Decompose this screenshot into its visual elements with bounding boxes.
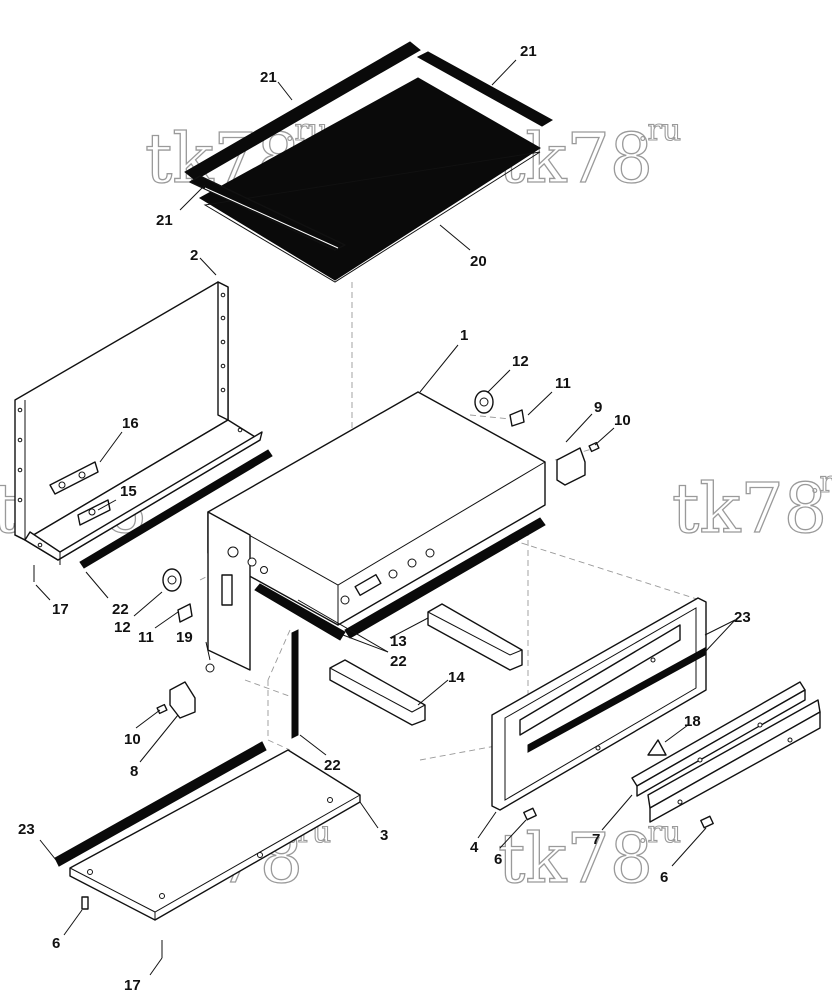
top-panel-edge (203, 151, 541, 283)
nut-10 (588, 441, 600, 453)
callout-21: 21 (260, 69, 277, 86)
rails-13-14 (329, 603, 523, 726)
bottom-panel-3 (54, 741, 361, 958)
callout-11: 11 (138, 629, 154, 646)
callout-22: 22 (112, 601, 129, 618)
callout-13: 13 (390, 633, 407, 650)
callout-16: 16 (122, 415, 139, 432)
side-panel-holes (17, 292, 243, 548)
strip-21-top (184, 41, 421, 181)
watermark-text: tk78 (672, 470, 827, 549)
main-body-1 (207, 391, 546, 671)
callout-1: 1 (460, 327, 468, 344)
leader-lines (35, 59, 736, 976)
callout-4: 4 (470, 839, 479, 856)
callout-12: 12 (114, 619, 131, 636)
strip-21-left (189, 175, 346, 251)
bracket-16 (49, 461, 99, 495)
watermark-text: tk78 (498, 120, 653, 199)
callout-21: 21 (520, 43, 537, 60)
callout-17: 17 (52, 601, 69, 618)
rail-14 (329, 659, 426, 726)
watermark-text: tk78 (498, 820, 653, 899)
top-panel-assembly (184, 41, 554, 283)
strip-21-right (416, 51, 554, 127)
hardware-lower-left (156, 568, 215, 719)
callout-17: 17 (124, 977, 141, 994)
callout-6: 6 (494, 851, 502, 868)
callout-6: 6 (52, 935, 60, 952)
callout-labels: 21 21 21 20 2 1 12 11 9 10 16 15 17 22 1… (18, 43, 751, 994)
latch-6b (700, 815, 714, 829)
bracket-9 (556, 447, 586, 486)
front-door-4 (491, 597, 707, 821)
callout-12: 12 (512, 353, 529, 370)
watermark-suffix: .ru (638, 113, 681, 148)
nut-10b (156, 703, 168, 715)
clip-11b (177, 603, 193, 623)
callout-9: 9 (594, 399, 602, 416)
callout-14: 14 (448, 669, 465, 686)
strip-22-side (79, 449, 273, 569)
callout-22: 22 (324, 757, 341, 774)
strip-23-door (527, 647, 706, 753)
strip-22-front (254, 583, 346, 641)
callout-3: 3 (380, 827, 388, 844)
callout-11: 11 (555, 375, 571, 392)
clip-11 (509, 409, 525, 427)
latch-6 (523, 807, 537, 821)
callout-20: 20 (470, 253, 487, 270)
callout-10: 10 (124, 731, 141, 748)
bracket-8 (169, 681, 196, 719)
callout-10: 10 (614, 412, 631, 429)
strip-23-bottom (54, 741, 267, 867)
callout-21: 21 (156, 212, 173, 229)
callout-23: 23 (18, 821, 35, 838)
bracket-15 (77, 499, 111, 526)
callout-7: 7 (592, 831, 600, 848)
hardware-upper-right (474, 390, 600, 486)
rail-7b (649, 711, 821, 823)
body-holes (221, 546, 435, 606)
screw-19 (205, 663, 215, 673)
callout-22: 22 (390, 653, 407, 670)
callout-15: 15 (120, 483, 137, 500)
callout-6: 6 (660, 869, 668, 886)
strip-22-mid (344, 517, 546, 639)
callout-19: 19 (176, 629, 193, 646)
callout-23: 23 (734, 609, 751, 626)
foot-6 (81, 896, 89, 910)
watermark-suffix: .ru (638, 815, 681, 850)
callout-18: 18 (684, 713, 701, 730)
warning-label-18 (647, 739, 667, 756)
watermark-suffix: .ru (810, 465, 832, 500)
callout-2: 2 (190, 247, 198, 264)
strip-22-vertical (291, 629, 299, 739)
side-panel-2 (14, 281, 273, 582)
callout-8: 8 (130, 763, 138, 780)
strip-rails-7 (631, 681, 821, 829)
